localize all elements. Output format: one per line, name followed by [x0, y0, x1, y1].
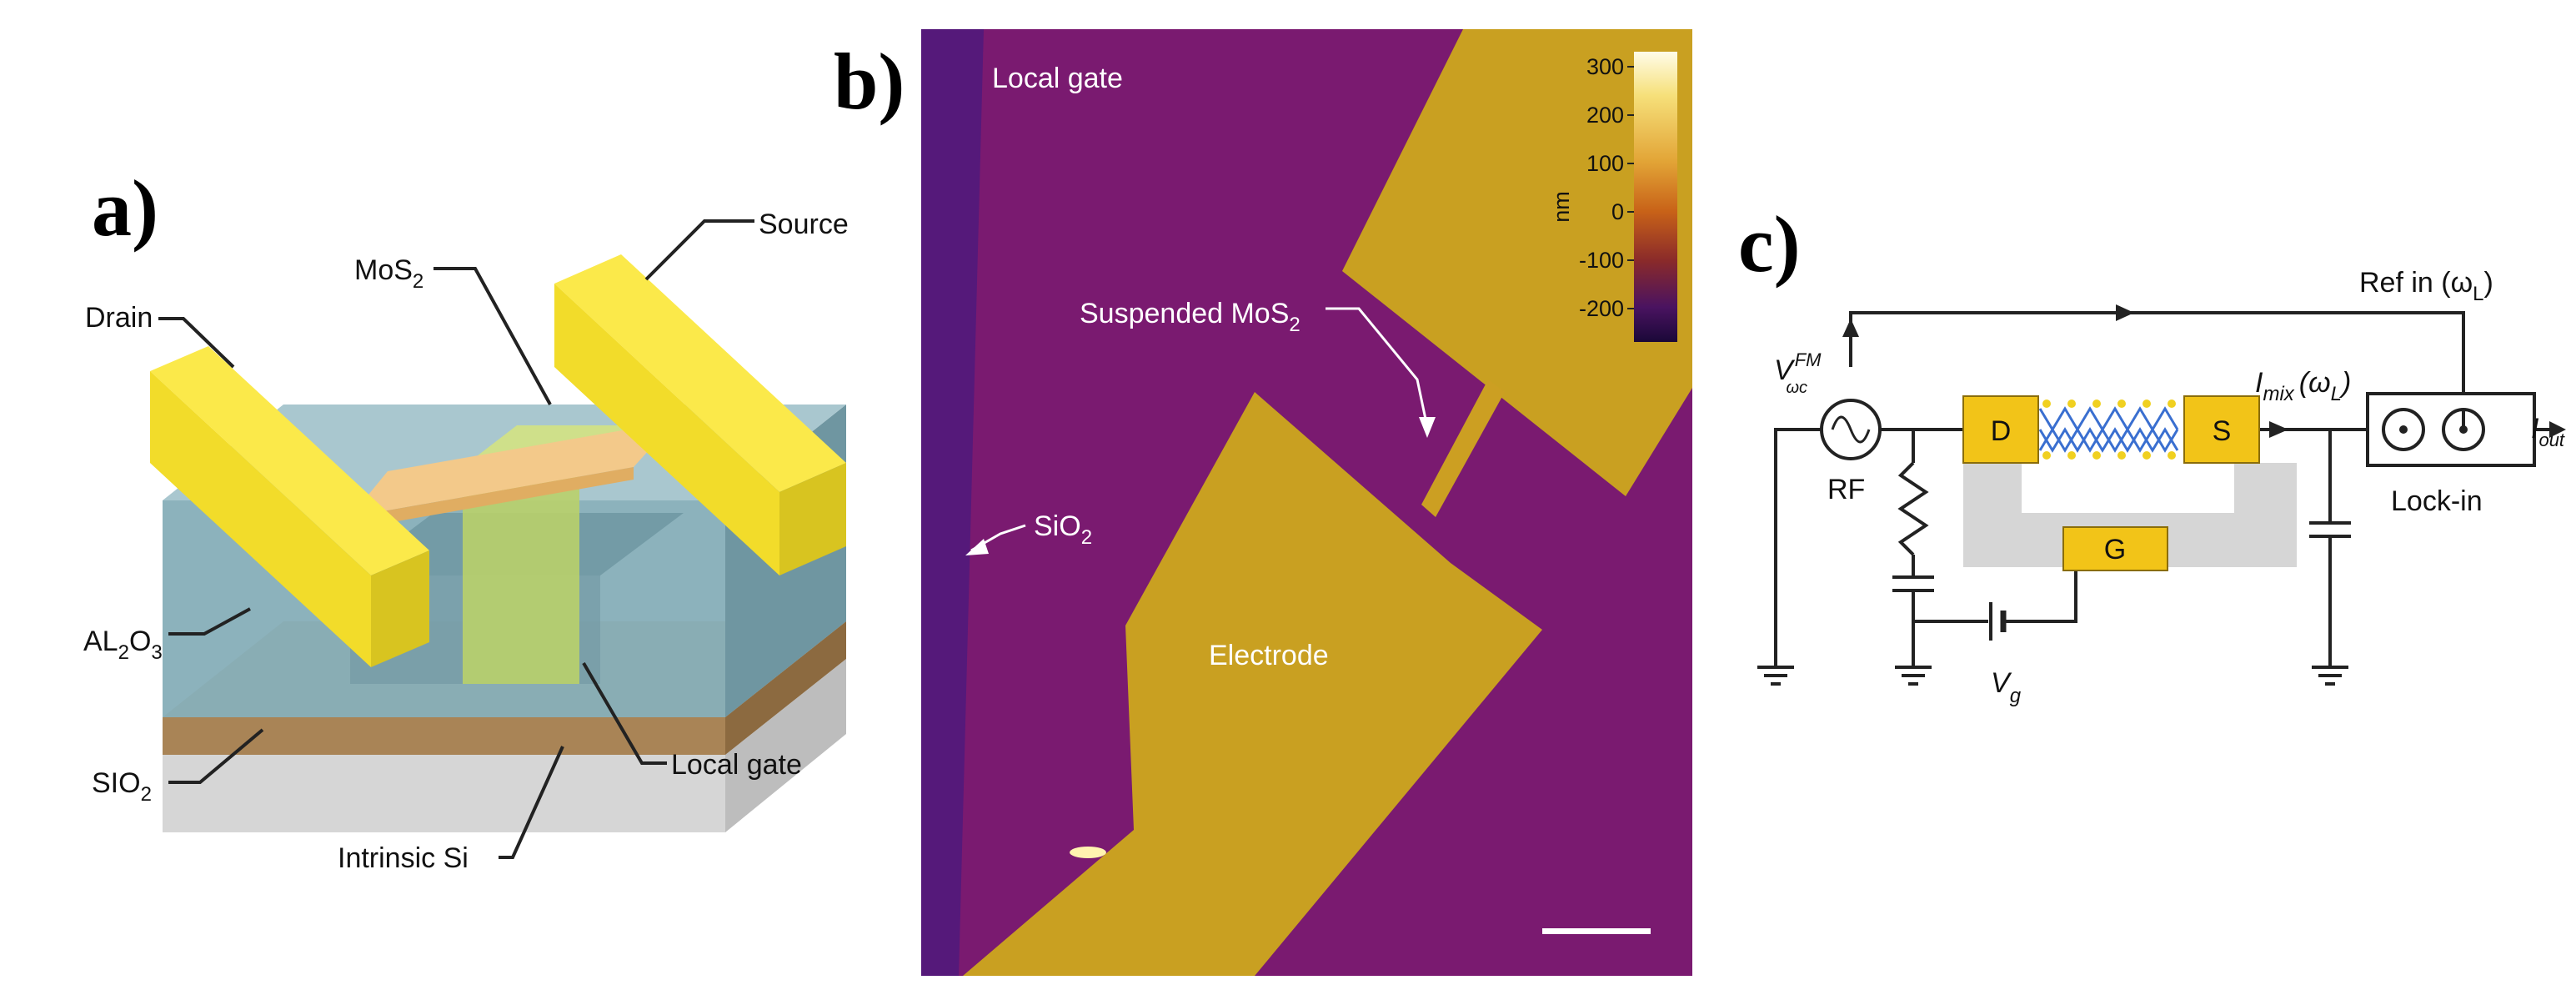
sine-icon: [1831, 415, 1871, 444]
panel-a: a): [83, 163, 849, 874]
drain-label: Drain: [85, 302, 153, 334]
suspended-arrowhead: [1419, 417, 1436, 438]
mos2-channel: [350, 421, 675, 530]
panel-a-label: a): [92, 163, 158, 253]
panel-c-label: c): [1738, 199, 1801, 289]
ground-icon-right: [2312, 666, 2348, 686]
vg-label: Vg: [1991, 667, 2022, 707]
mos2-leader: [434, 267, 552, 405]
local-gate-label: Local gate: [992, 63, 1123, 94]
sio2-strip: [921, 29, 984, 976]
ref-in-label: Ref in (ωL): [2359, 267, 2493, 305]
drain-leader: [158, 317, 235, 369]
out-arrow: [2549, 421, 2566, 438]
lower-electrode: [963, 392, 1542, 976]
colorbar-tick-0: 0: [1611, 199, 1624, 224]
lockin-signal-input-dot: [2399, 425, 2408, 434]
resistor: [1897, 461, 1929, 556]
suspended-mos2-label: Suspended MoS2: [1080, 298, 1301, 336]
panel-c: c) D S G: [1738, 199, 2566, 707]
source-box: [2183, 395, 2260, 464]
local-gate-leader: [582, 661, 667, 765]
imix-label: Imix(ωL): [2255, 367, 2351, 405]
drain-electrode: [150, 346, 429, 667]
ref-line: [1849, 311, 2465, 402]
sio2-label: SIO2: [92, 767, 152, 806]
colorbar-tick-neg100: -100: [1579, 248, 1624, 273]
colorbar-tick-neg200: -200: [1579, 296, 1624, 321]
panel-b-label: b): [834, 37, 905, 126]
si-leader: [499, 746, 564, 859]
ground-icon-middle: [1895, 666, 1932, 686]
device-frame-cutout: [2022, 463, 2234, 513]
electrode-label: Electrode: [1209, 640, 1329, 671]
colorbar-tick-100: 100: [1586, 151, 1624, 176]
source-label: Source: [759, 209, 849, 240]
rf-label: RF: [1827, 474, 1865, 505]
ref-up-arrow: [1842, 319, 1859, 337]
left-ground-wire: [1774, 428, 1822, 667]
iout-label: Iout: [2531, 413, 2565, 450]
intrinsic-si-label: Intrinsic Si: [338, 842, 469, 874]
bright-speck: [1070, 847, 1106, 858]
gate-box-label: G: [2104, 534, 2126, 565]
source-box-label: S: [2213, 415, 2232, 447]
gate-box: [2062, 526, 2168, 571]
sio2-leader: [168, 728, 264, 784]
al2o3-label: AL2O3: [83, 626, 163, 664]
scale-bar: [1542, 928, 1651, 934]
suspended-leader: [1326, 307, 1429, 428]
drain-box: [1962, 395, 2039, 464]
colorbar-ticks: [1627, 66, 1634, 309]
colorbar-tick-200: 200: [1586, 103, 1624, 128]
mos2-label: MoS2: [354, 254, 423, 293]
drain-box-label: D: [1991, 415, 2012, 447]
al2o3-leader: [168, 607, 251, 636]
ref-mid-arrow: [2116, 304, 2134, 321]
source-leader: [644, 219, 754, 281]
mos2-lattice: [2038, 400, 2179, 460]
local-gate-label: Local gate: [671, 749, 802, 781]
lockin-label: Lock-in: [2391, 485, 2483, 517]
sio2-label: SiO2: [1034, 510, 1092, 549]
s-arrow: [2269, 421, 2288, 438]
panel-b: b) Local gate Suspended MoS2 SiO2 Electr…: [834, 29, 1692, 976]
ground-icon-left: [1757, 666, 1794, 686]
source-electrode: [554, 254, 846, 575]
sio2-arrowhead: [965, 539, 989, 555]
colorbar: [1634, 52, 1677, 342]
colorbar-unit: nm: [1549, 191, 1574, 223]
colorbar-tick-300: 300: [1586, 54, 1624, 79]
upper-electrode: [1342, 29, 1692, 496]
suspended-mos2: [1421, 379, 1505, 517]
